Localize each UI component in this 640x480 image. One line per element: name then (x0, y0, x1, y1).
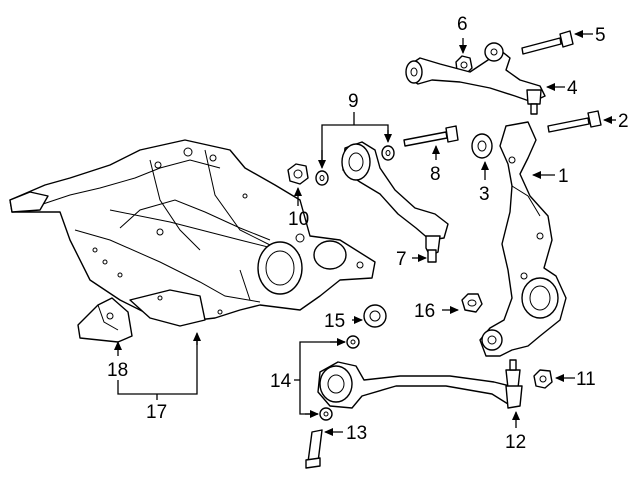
callout-labels: 1 2 3 4 5 6 7 8 9 10 11 12 13 14 15 16 1… (107, 14, 629, 453)
control-arm-part-7 (341, 141, 449, 263)
callout-9: 9 (348, 91, 359, 112)
callout-5: 5 (595, 25, 606, 46)
bolt-part-5 (521, 30, 574, 55)
nut-part-10 (287, 163, 309, 185)
flange-nut-part-16 (461, 293, 483, 313)
callout-11: 11 (576, 369, 596, 390)
bushing-nut-part-3 (471, 133, 493, 159)
callout-14: 14 (270, 371, 292, 392)
upper-control-arm-part-4 (405, 42, 546, 115)
control-arm-part-12 (317, 359, 523, 409)
callout-1: 1 (558, 166, 569, 187)
callout-3: 3 (479, 184, 490, 205)
bolt-part-8 (403, 125, 459, 147)
bushing-part-15 (363, 304, 387, 328)
callout-8: 8 (430, 164, 441, 185)
leader-lines (114, 30, 616, 436)
callout-7: 7 (396, 249, 407, 270)
callout-12: 12 (505, 432, 526, 453)
callout-17: 17 (146, 402, 167, 423)
bolt-part-2 (547, 110, 602, 133)
callout-13: 13 (346, 423, 367, 444)
callout-10: 10 (288, 209, 309, 230)
callout-18: 18 (107, 360, 128, 381)
callout-6: 6 (457, 14, 468, 35)
engine-cradle-part-17 (9, 139, 376, 327)
bracket-part-18 (77, 297, 133, 343)
steering-knuckle-part-1 (479, 121, 567, 357)
callout-4: 4 (567, 78, 578, 99)
nut-part-11 (533, 369, 553, 389)
washers-part-14 (319, 335, 360, 421)
washers-part-9 (315, 145, 395, 186)
callout-15: 15 (324, 311, 345, 332)
callout-2: 2 (618, 111, 629, 132)
callout-16: 16 (414, 301, 435, 322)
bolt-part-13 (305, 429, 323, 469)
